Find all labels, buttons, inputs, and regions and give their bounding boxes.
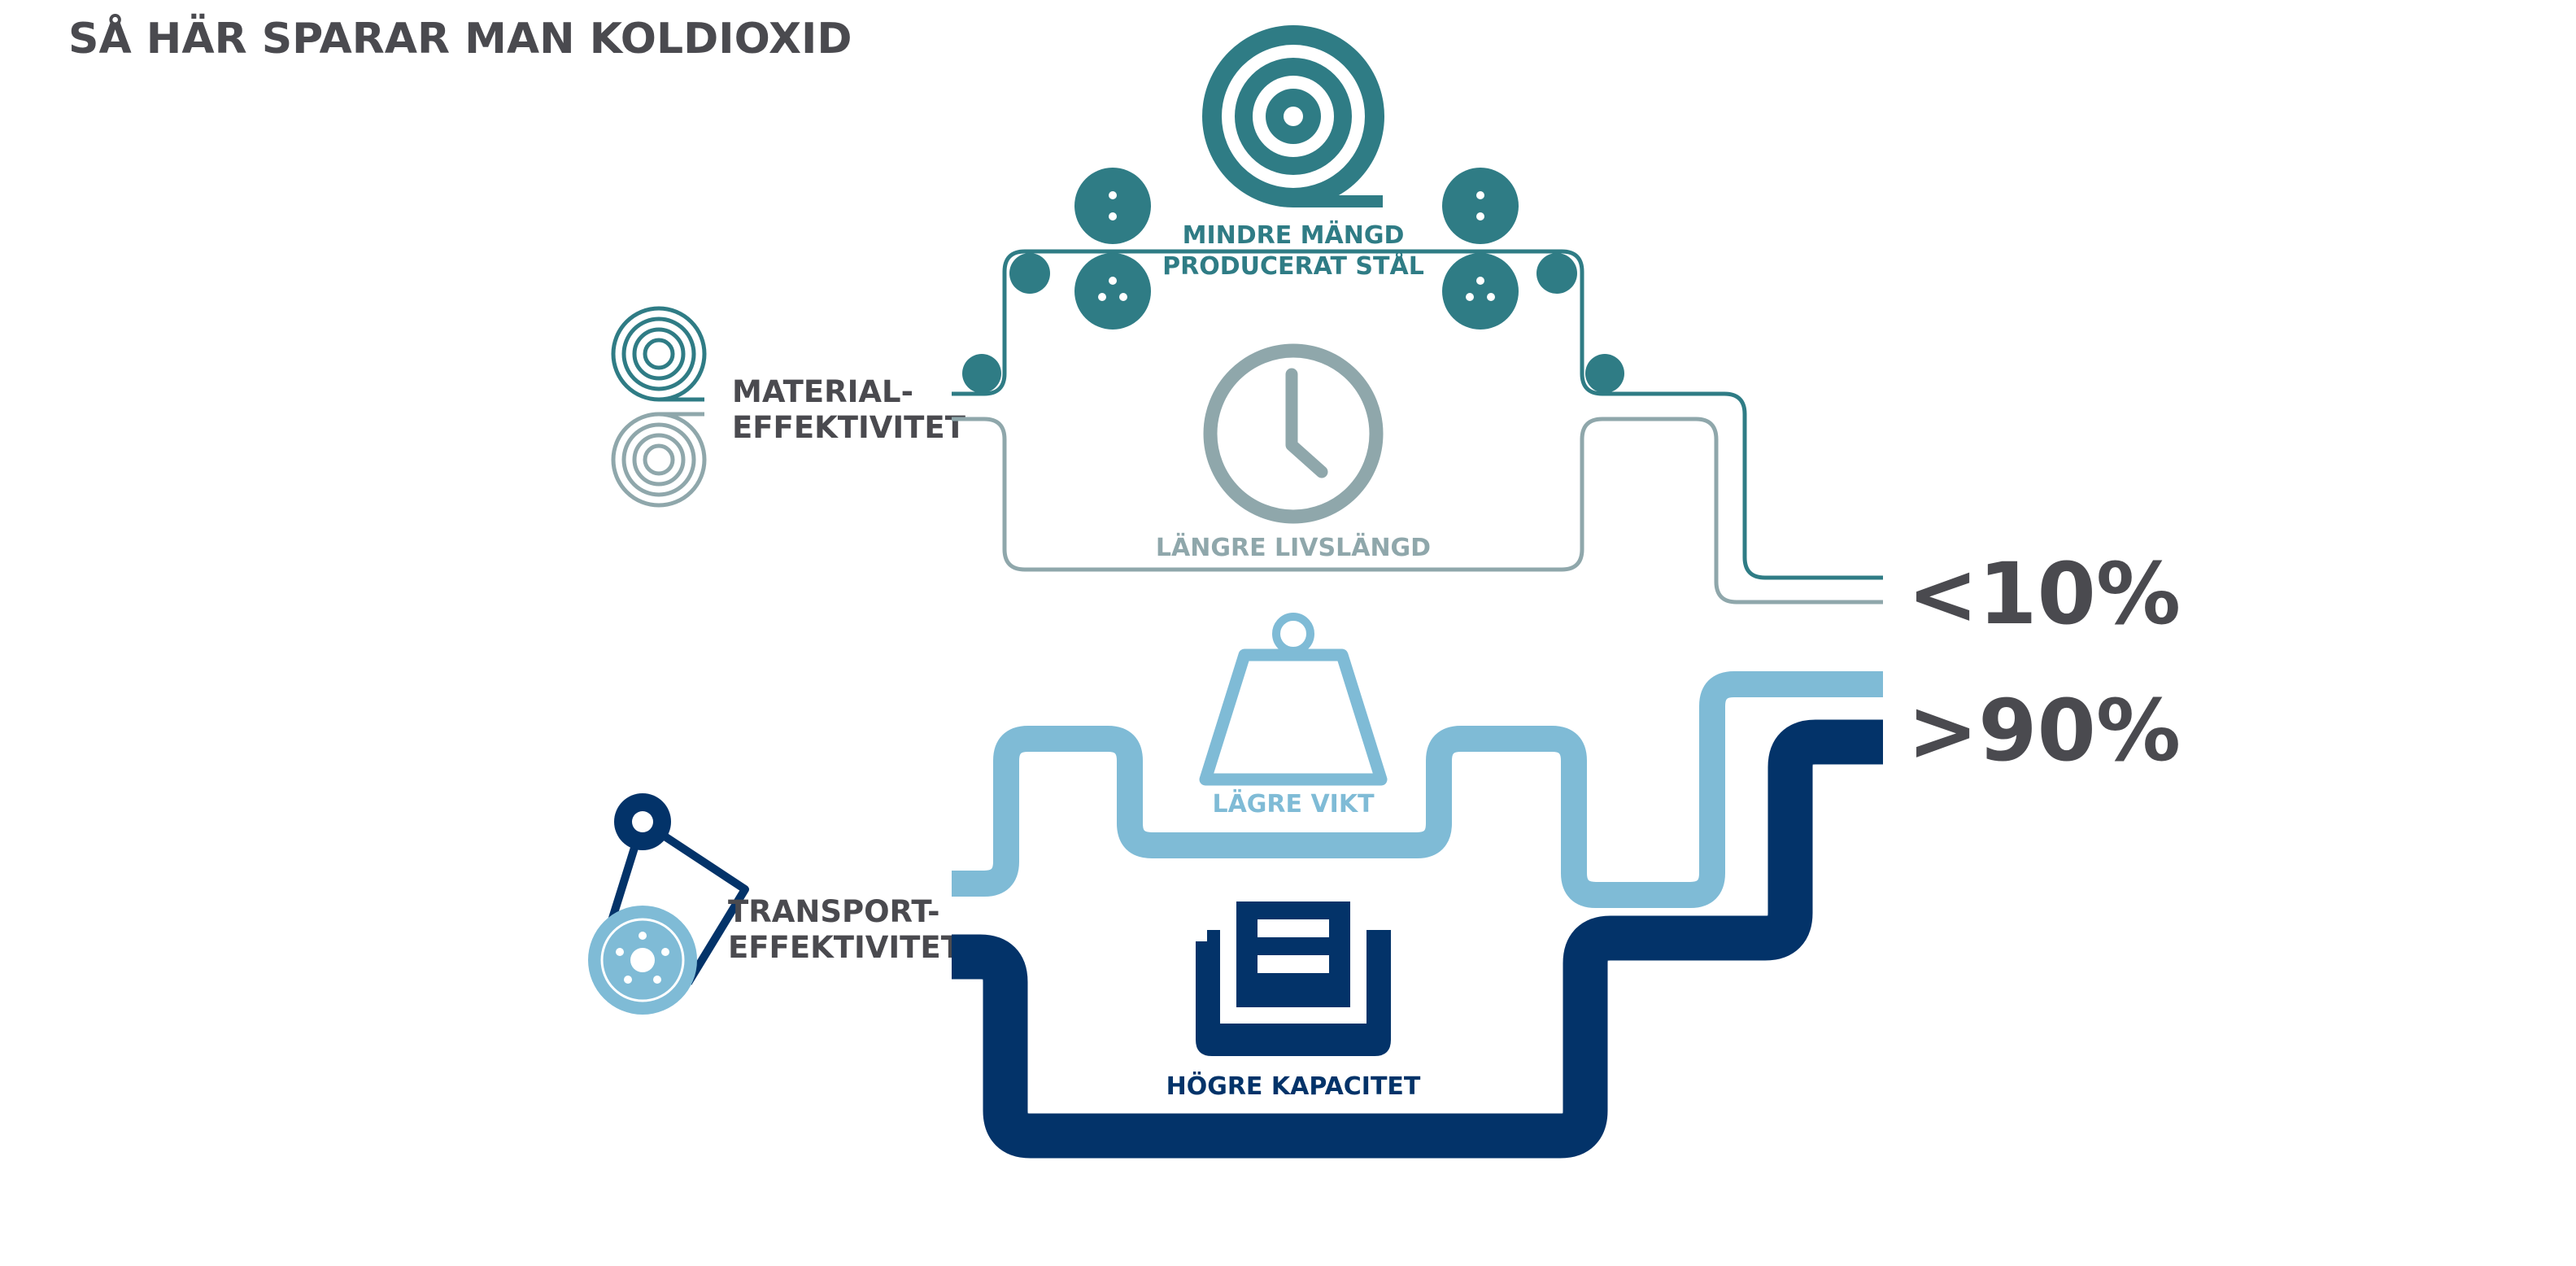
transport-label-line1: TRANSPORT- xyxy=(728,894,940,929)
steel-coil-icon xyxy=(611,306,707,508)
transport-bottom-path xyxy=(952,719,1883,1159)
longer-lifespan-label: LÄNGRE LIVSLÄNGD xyxy=(1156,533,1431,562)
material-label-line2: EFFEKTIVITET xyxy=(732,410,966,445)
less-steel-label-line2: PRODUCERAT STÅL xyxy=(1162,251,1424,281)
higher-capacity-label: HÖGRE KAPACITET xyxy=(1166,1071,1421,1101)
container-icon xyxy=(1196,901,1391,1056)
transport-share-value: >90% xyxy=(1907,681,2181,780)
material-label-line1: MATERIAL- xyxy=(732,374,913,409)
less-steel-label-line1: MINDRE MÄNGD xyxy=(1183,220,1405,250)
clock-icon xyxy=(1203,343,1384,524)
transport-label-line2: EFFEKTIVITET xyxy=(728,930,962,965)
lower-weight-label: LÄGRE VIKT xyxy=(1212,789,1375,819)
material-share-value: <10% xyxy=(1907,544,2181,644)
material-bottom-path xyxy=(952,417,1883,605)
roller-icons xyxy=(962,168,1624,393)
page-title: SÅ HÄR SPARAR MAN KOLDIOXID xyxy=(68,15,852,63)
material-top-path xyxy=(952,249,1883,580)
weight-icon xyxy=(1199,613,1388,786)
roller-dots xyxy=(1098,191,1495,301)
wheel-belt-icon xyxy=(588,793,749,1015)
steel-roll-icon xyxy=(1202,25,1384,207)
transport-top-path xyxy=(952,671,1883,908)
